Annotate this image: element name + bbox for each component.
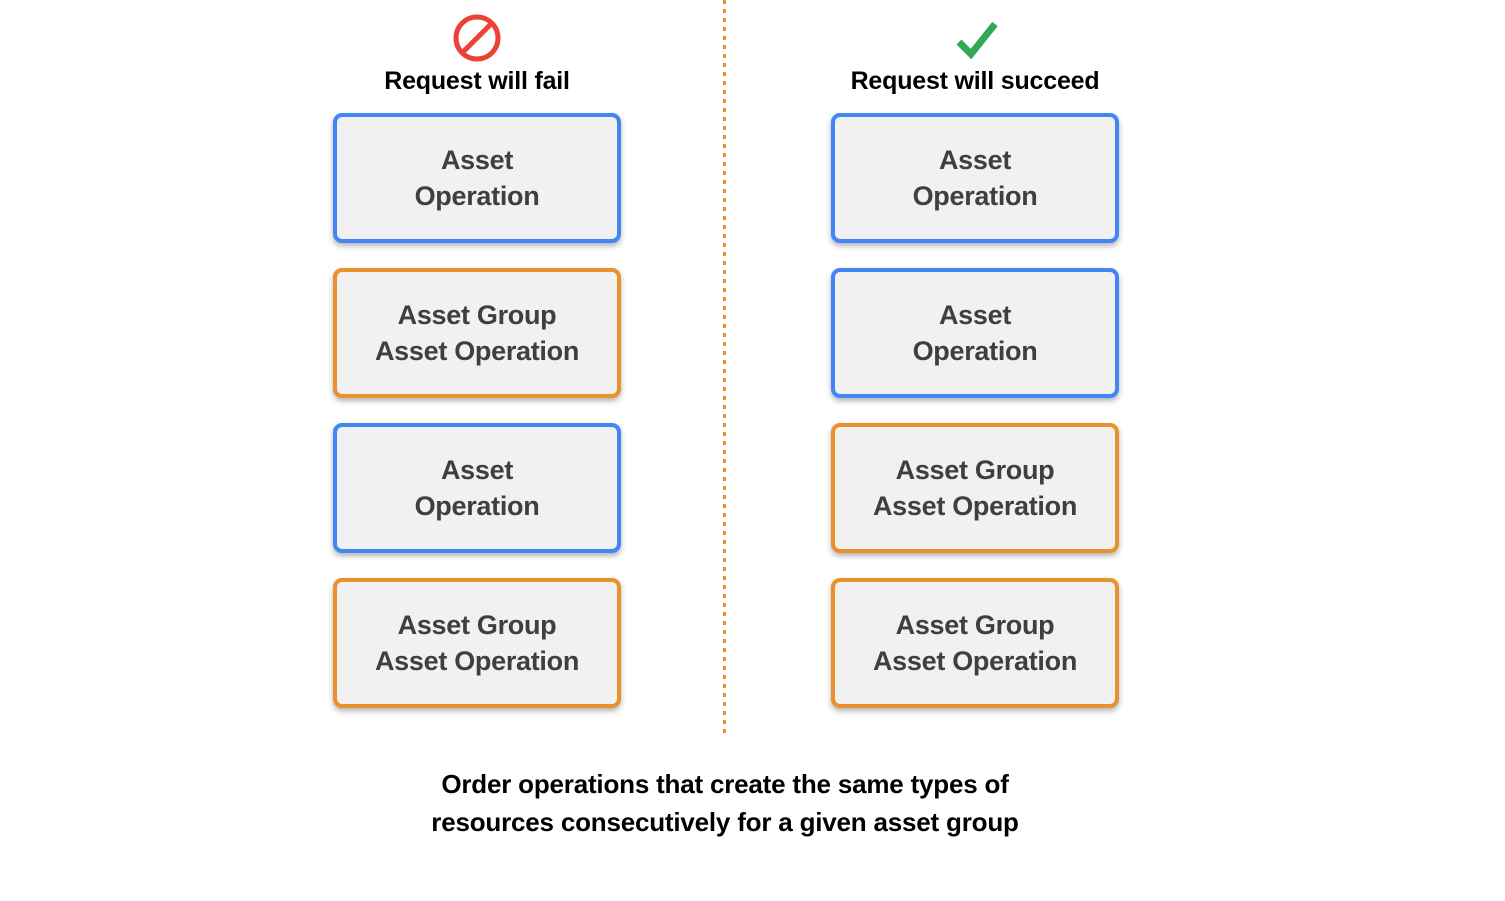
node-box-label: Asset Operation <box>912 145 1038 211</box>
checkmark-icon <box>956 21 998 60</box>
box-stack-fail: Asset Operation Asset Group Asset Operat… <box>333 113 621 733</box>
column-divider <box>723 0 726 736</box>
node-box-asset-operation[interactable]: Asset Operation <box>831 113 1119 243</box>
node-box-asset-operation[interactable]: Asset Operation <box>333 423 621 553</box>
box-stack-succeed: Asset Operation Asset Operation Asset Gr… <box>831 113 1119 733</box>
column-header-fail: Request will fail <box>327 12 627 96</box>
node-box-label: Asset Group Asset Operation <box>872 455 1078 521</box>
node-box-label: Asset Operation <box>414 455 540 521</box>
column-label-fail: Request will fail <box>384 67 570 95</box>
node-box-label: Asset Group Asset Operation <box>374 300 580 366</box>
column-label-succeed: Request will succeed <box>850 67 1100 95</box>
node-box-label: Asset Group Asset Operation <box>872 610 1078 676</box>
node-box-asset-operation[interactable]: Asset Operation <box>831 268 1119 398</box>
column-header-succeed: Request will succeed <box>825 12 1125 96</box>
node-box-asset-group-asset-operation[interactable]: Asset Group Asset Operation <box>831 423 1119 553</box>
node-box-asset-group-asset-operation[interactable]: Asset Group Asset Operation <box>831 578 1119 708</box>
node-box-label: Asset Group Asset Operation <box>374 610 580 676</box>
node-box-asset-group-asset-operation[interactable]: Asset Group Asset Operation <box>333 578 621 708</box>
node-box-asset-group-asset-operation[interactable]: Asset Group Asset Operation <box>333 268 621 398</box>
prohibition-icon <box>453 14 501 62</box>
node-box-label: Asset Operation <box>912 300 1038 366</box>
node-box-asset-operation[interactable]: Asset Operation <box>333 113 621 243</box>
node-box-label: Asset Operation <box>414 145 540 211</box>
diagram-caption: Order operations that create the same ty… <box>431 769 1019 837</box>
